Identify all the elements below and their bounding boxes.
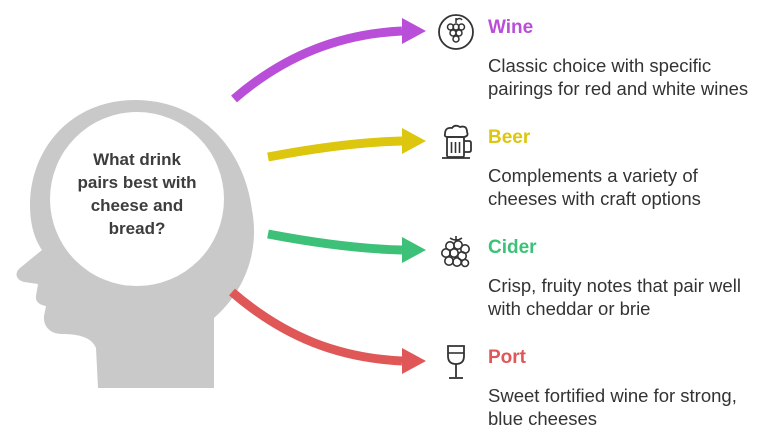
option-desc-beer: Complements a variety of cheeses with cr… xyxy=(488,165,701,209)
arrows xyxy=(229,18,426,374)
arrow-cider-head xyxy=(402,237,426,263)
central-question: What drink pairs best with cheese and br… xyxy=(77,150,197,238)
option-title-cider: Cider xyxy=(488,237,537,258)
option-title-wine: Wine xyxy=(488,17,534,38)
question-circle xyxy=(50,112,224,286)
beer-mug-icon xyxy=(442,124,472,159)
arrow-beer-head xyxy=(402,128,426,154)
berry-icon xyxy=(441,236,470,268)
arrow-wine xyxy=(231,26,403,103)
option-desc-wine: Classic choice with specific pairings fo… xyxy=(488,55,749,99)
arrow-port xyxy=(229,288,403,366)
arrow-port-head xyxy=(402,348,426,374)
option-desc-port: Sweet fortified wine for strong, blue ch… xyxy=(488,385,737,429)
wine-glass-icon xyxy=(447,345,465,379)
arrow-wine-head xyxy=(402,18,426,44)
option-title-beer: Beer xyxy=(488,127,531,148)
option-desc-cider: Crisp, fruity notes that pair well with … xyxy=(488,275,741,319)
option-title-port: Port xyxy=(488,347,526,368)
grapes-icon xyxy=(438,14,474,50)
arrow-cider xyxy=(267,229,403,255)
arrow-beer xyxy=(267,136,403,162)
